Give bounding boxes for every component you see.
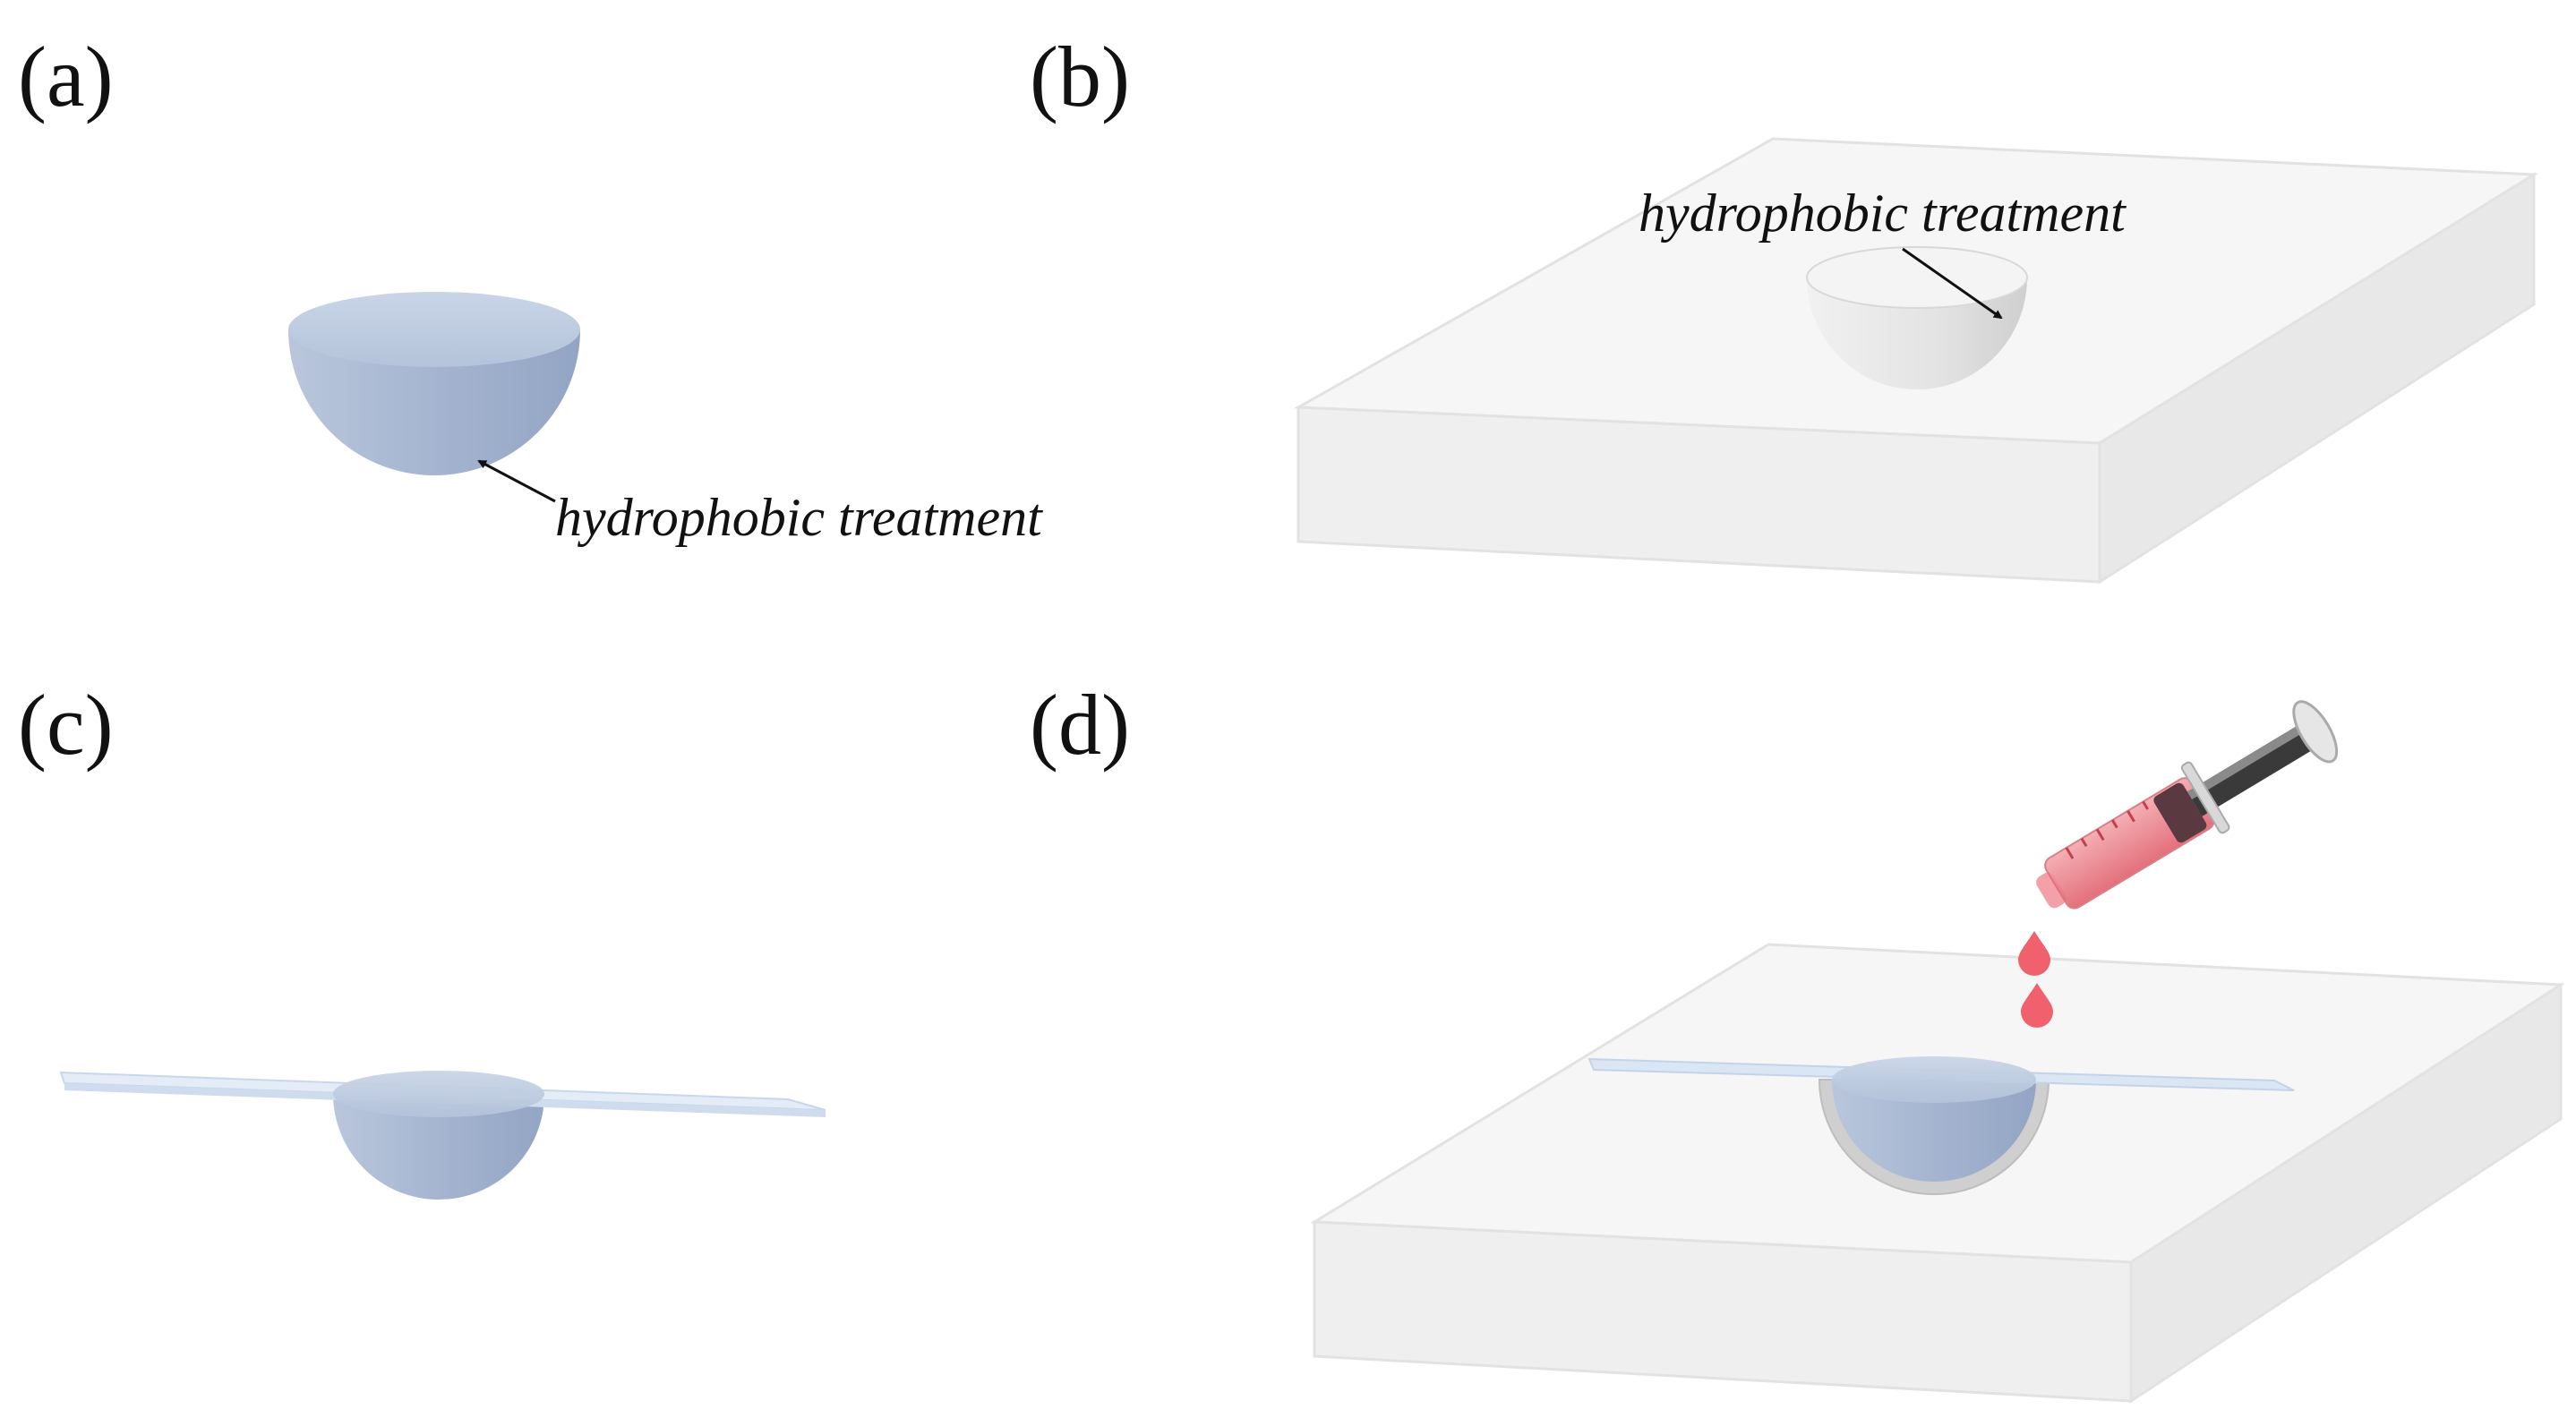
panel-c: (c) xyxy=(18,677,826,1200)
hemisphere-with-slide-c xyxy=(59,1071,826,1200)
blood-drops xyxy=(2018,931,2053,1028)
annotation-arrow-b xyxy=(1902,247,2003,320)
pdms-hemisphere-a xyxy=(288,292,580,475)
annotation-b: hydrophobic treatment xyxy=(1639,184,2127,243)
annotation-a: hydrophobic treatment xyxy=(555,488,1043,547)
panel-a: (a) hydrophobic treatment xyxy=(18,29,1043,547)
panel-a-label: (a) xyxy=(18,29,114,124)
panel-c-label: (c) xyxy=(18,677,114,773)
mold-cavity-b xyxy=(1806,246,2028,390)
panel-b: (b) hydrophobic treatment xyxy=(1030,29,2538,585)
mold-cavity-with-hemisphere-d xyxy=(1588,1056,2295,1195)
annotation-arrow-a xyxy=(477,459,556,503)
syringe-icon xyxy=(2036,700,2339,910)
panel-d: (d) xyxy=(1030,677,2565,1404)
panel-b-label: (b) xyxy=(1030,29,1130,124)
panel-d-label: (d) xyxy=(1030,677,1130,773)
